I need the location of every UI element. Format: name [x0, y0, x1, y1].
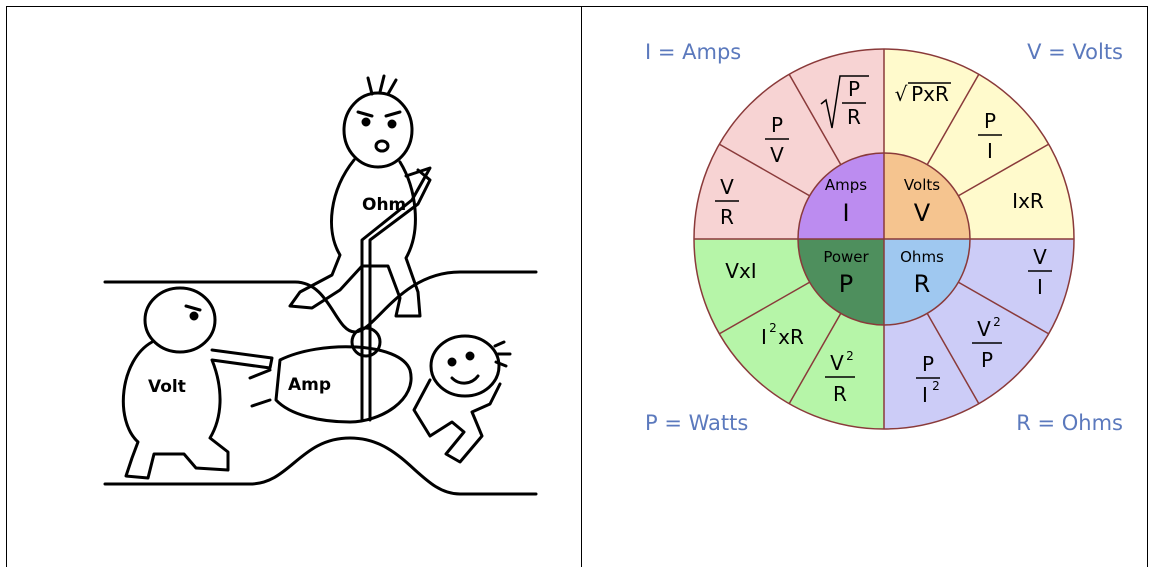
formula-vxi: VxI: [725, 259, 756, 283]
formula-p-over-i-den: I: [987, 139, 993, 163]
fallen-head: [429, 334, 501, 398]
ohm-head: [342, 91, 414, 169]
ohms-law-wheel: V R P V P R √ PxR P I IxR V I V 2: [693, 48, 1075, 430]
volts-center-quadrant: [884, 153, 970, 239]
amp-label: Amp: [288, 375, 331, 395]
power-center-symbol: P: [839, 270, 853, 298]
ohms-center-symbol: R: [914, 270, 931, 298]
formula-sqrt-p-over-r-den: R: [847, 105, 861, 129]
ohms-center-quadrant: [884, 239, 970, 325]
formula-v2-over-r-exp: 2: [846, 349, 854, 363]
formula-v-over-r-den: R: [720, 205, 734, 229]
formula-p-over-i-num: P: [984, 109, 996, 133]
formula-v2-over-p-num: V: [977, 317, 991, 341]
corner-label-watts: P = Watts: [645, 411, 749, 435]
sqrt-symbol-icon: [820, 75, 869, 129]
fallen-body: [412, 378, 502, 464]
formula-sqrt-pxr-radical: √: [895, 82, 908, 106]
amps-center-name: Amps: [825, 176, 867, 194]
ohm-hair: [366, 74, 398, 96]
ohms-law-wheel-area: V R P V P R √ PxR P I IxR V I V 2: [643, 24, 1125, 444]
formula-p-over-v-num: P: [771, 113, 783, 137]
corner-label-volts: V = Volts: [1027, 40, 1123, 64]
formula-i2xr-rest: xR: [778, 325, 804, 349]
formula-p-over-i2-exp: 2: [932, 379, 940, 393]
formula-p-over-i2-den: I: [922, 383, 928, 407]
pipe-bottom-wall: [103, 436, 538, 496]
volt-head: [143, 286, 217, 354]
formula-v2-over-p-exp: 2: [993, 315, 1001, 329]
amps-center-symbol: I: [842, 199, 849, 227]
ohms-law-cartoon: Ohm Volt Amp: [103, 74, 538, 496]
table-cell-divider: [581, 6, 582, 567]
formula-sqrt-pxr: PxR: [911, 82, 949, 106]
amps-center-quadrant: [798, 153, 884, 239]
formula-v2-over-r-num: V: [830, 351, 844, 375]
volts-center-symbol: V: [914, 199, 931, 227]
formula-v-over-r-num: V: [720, 175, 734, 199]
ohm-body: [288, 158, 422, 318]
volt-body: [121, 340, 274, 480]
formula-v-over-i-num: V: [1033, 245, 1047, 269]
corner-label-amps: I = Amps: [645, 40, 742, 64]
power-center-name: Power: [823, 248, 869, 266]
formula-p-over-i2-num: P: [922, 352, 934, 376]
formula-v2-over-r-den: R: [833, 382, 847, 406]
formula-v2-over-p-den: P: [981, 348, 993, 372]
formula-v-over-i-den: I: [1037, 275, 1043, 299]
power-center-quadrant: [798, 239, 884, 325]
table-frame: [6, 6, 1148, 567]
ohm-label: Ohm: [362, 195, 406, 215]
formula-ixr: IxR: [1012, 189, 1044, 213]
formula-sqrt-p-over-r-num: P: [848, 77, 860, 101]
volts-center-name: Volts: [904, 176, 940, 194]
formula-i2xr-base: I: [761, 325, 767, 349]
corner-label-ohms: R = Ohms: [1016, 411, 1123, 435]
ohm-rope: [360, 166, 432, 422]
ohms-center-name: Ohms: [900, 248, 944, 266]
amp-body: [274, 345, 413, 424]
formula-p-over-v-den: V: [770, 143, 784, 167]
formula-i2xr-exp: 2: [769, 321, 777, 335]
volt-label: Volt: [148, 377, 186, 397]
